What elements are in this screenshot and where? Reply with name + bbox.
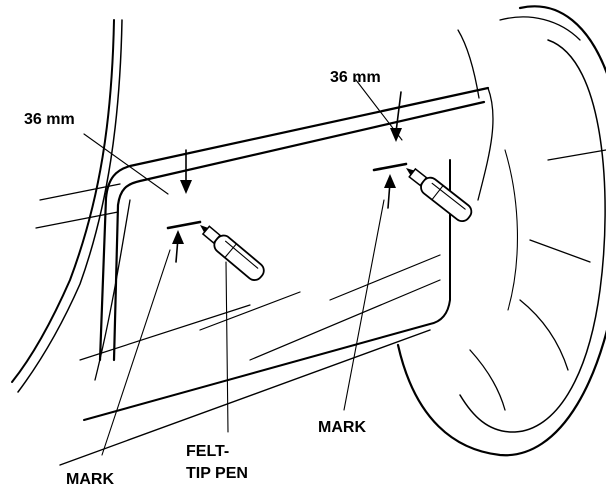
felt-tip-pen-label-line2: TIP PEN	[186, 465, 248, 482]
leader-lines	[83, 79, 403, 456]
felt-tip-pen-left	[200, 225, 265, 281]
right-mark	[372, 91, 408, 209]
felt-tip-pen-label-line1: FELT-	[186, 443, 229, 460]
body-lines	[11, 19, 131, 393]
felt-tip-pen-right	[406, 167, 473, 223]
dimension-label-left: 36 mm	[24, 111, 75, 128]
rear-tire	[396, 5, 606, 457]
side-molding	[59, 86, 494, 466]
mark-label-right: MARK	[318, 419, 366, 436]
dimension-label-right: 36 mm	[330, 69, 381, 86]
mark-label-left: MARK	[66, 471, 114, 488]
left-mark	[166, 149, 202, 263]
